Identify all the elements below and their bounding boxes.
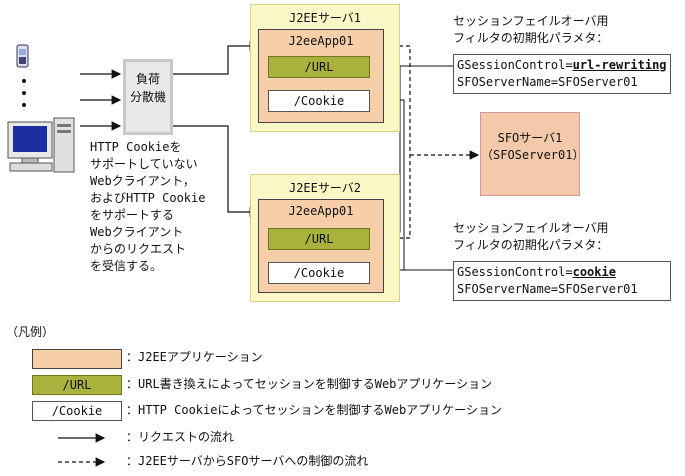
client-description: HTTP Cookieを サポートしていない Webクライアント， およびHTT… — [90, 140, 206, 273]
legend-app-sample — [32, 349, 122, 369]
mobile-phone-icon — [16, 44, 29, 68]
load-balancer-label-1: 負荷 — [135, 72, 160, 86]
app-title: J2eeApp01 — [288, 34, 354, 48]
load-balancer: 負荷 分散機 — [123, 59, 173, 135]
param-block-2: GSessionControl=cookie SFOServerName=SFO… — [453, 261, 671, 301]
url-app-1: /URL — [268, 56, 370, 78]
legend-desc-control: ：J2EEサーバからSFOサーバへの制御の流れ — [126, 454, 369, 468]
app-title: J2eeApp01 — [288, 204, 354, 218]
param-heading-2: セッションフェイルオーバ用 フィルタの初期化パラメタ： — [453, 221, 609, 252]
cookie-app-2: /Cookie — [268, 262, 370, 284]
legend-desc-url: ：URL書き換えによってセッションを制御するWebアプリケーション — [126, 377, 493, 391]
computer-icon — [7, 117, 75, 173]
param-heading-1: セッションフェイルオーバ用 フィルタの初期化パラメタ： — [453, 14, 609, 45]
legend-desc-cookie: ：HTTP Cookieによってセッションを制御するWebアプリケーション — [126, 403, 502, 417]
server-title: J2EEサーバ1 — [288, 11, 361, 25]
legend-cookie-sample: /Cookie — [32, 401, 122, 421]
server-title: J2EEサーバ2 — [288, 181, 361, 195]
url-app-2: /URL — [268, 228, 370, 250]
legend-desc-request: ：リクエストの流れ — [126, 430, 235, 444]
sfo-server-1: SFOサーバ1 （SFOServer01） — [480, 112, 584, 196]
legend-url-sample: /URL — [32, 375, 122, 395]
session-control-value: cookie — [572, 265, 616, 279]
ellipsis-dots — [22, 79, 26, 107]
legend-desc-app: ：J2EEアプリケーション — [126, 350, 263, 364]
cookie-app-1: /Cookie — [268, 90, 370, 112]
legend-title: （凡例） — [6, 325, 55, 339]
param-block-1: GSessionControl=url-rewriting SFOServerN… — [453, 54, 671, 94]
load-balancer-label-2: 分散機 — [129, 90, 166, 104]
session-control-value: url-rewriting — [572, 58, 667, 72]
